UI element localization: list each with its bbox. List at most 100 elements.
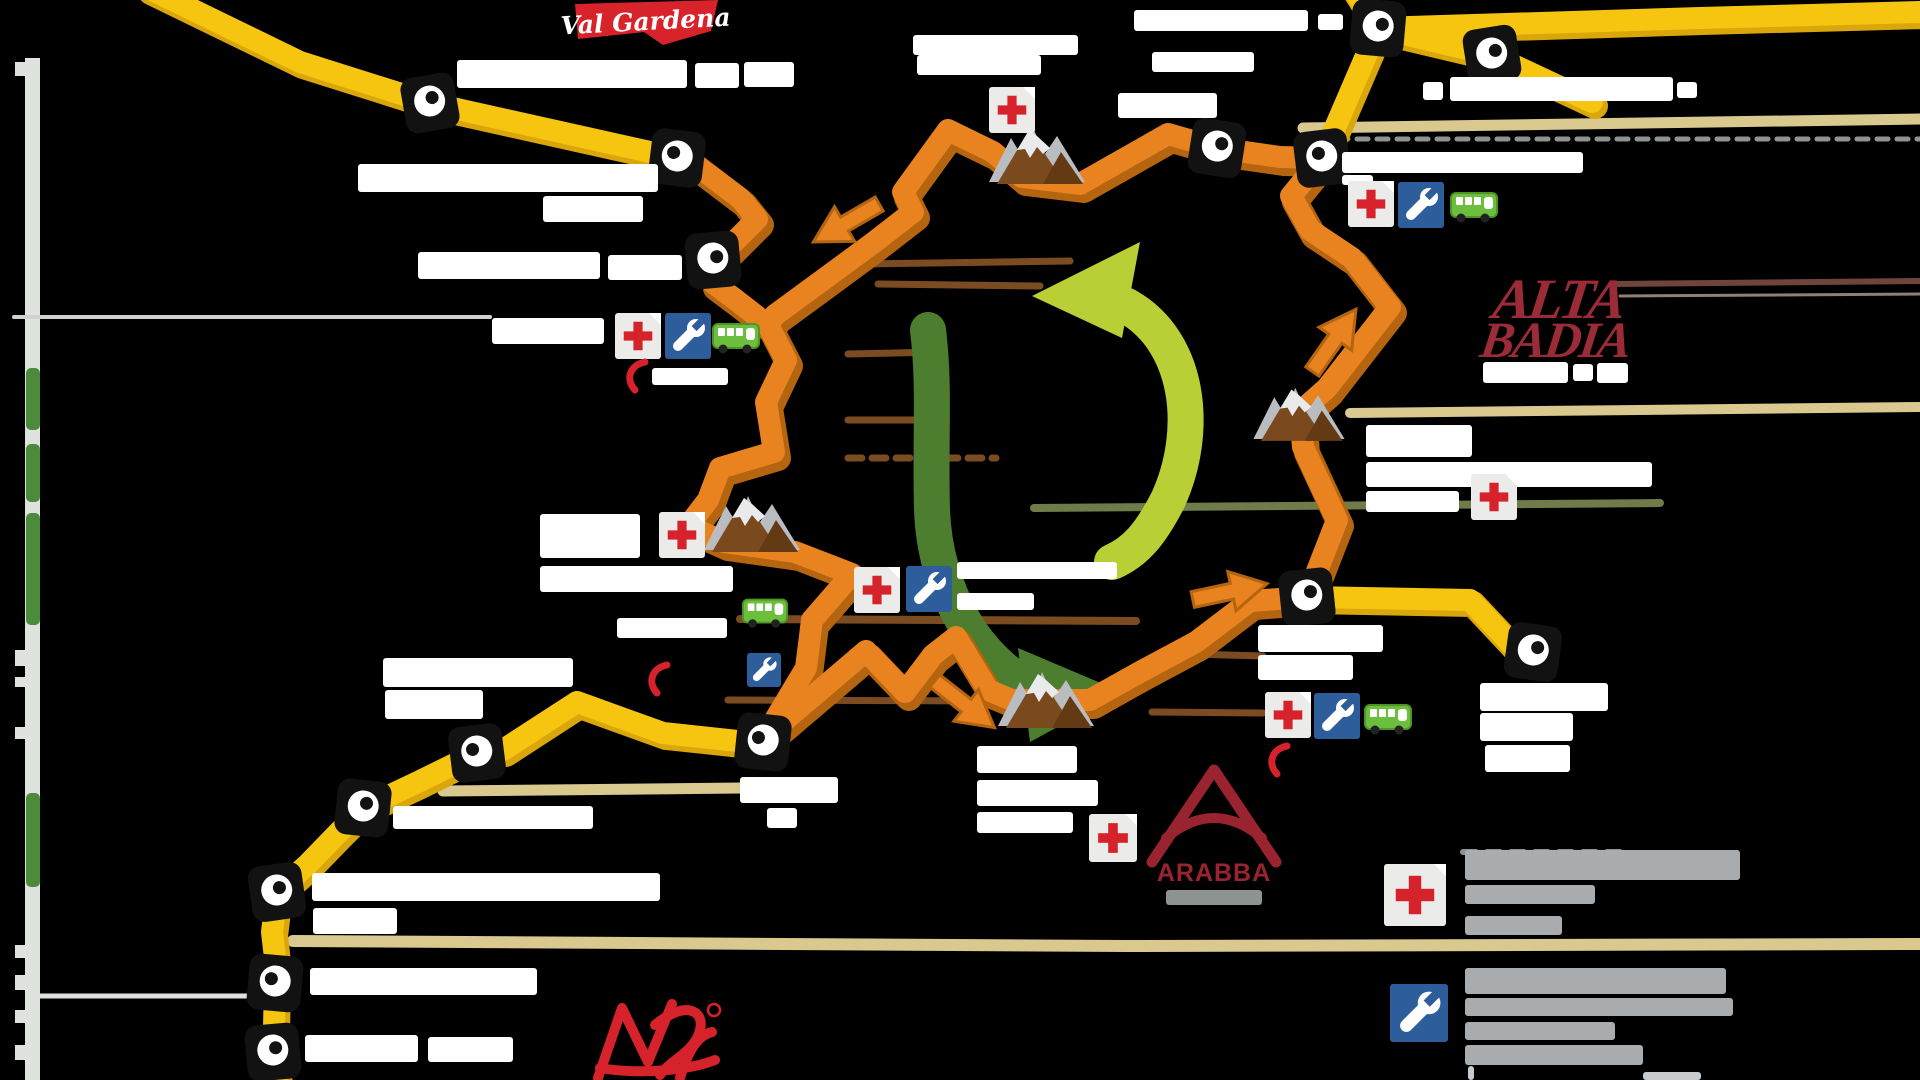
poi-marker-pupil xyxy=(272,881,286,895)
bike-service-icon xyxy=(1390,984,1448,1042)
poi-marker xyxy=(1278,567,1336,627)
first-aid-cross xyxy=(633,321,643,351)
poi-marker xyxy=(684,230,742,290)
mountain-peak xyxy=(712,498,780,552)
label-redacted-line xyxy=(977,780,1098,806)
arabba-logo-bar xyxy=(1161,813,1267,843)
mountain-snow-cap xyxy=(1026,674,1059,702)
road-tick xyxy=(15,945,27,958)
label-redacted-line xyxy=(1258,655,1353,680)
road-line xyxy=(1297,113,1920,134)
mountain-pass-icon xyxy=(989,128,1085,184)
first-aid-fold xyxy=(1299,692,1311,704)
legend-service-text-line xyxy=(1465,968,1726,994)
road-tick xyxy=(15,1045,27,1060)
label-redacted-line xyxy=(767,808,797,828)
label-redacted xyxy=(358,164,658,222)
label-redacted-line xyxy=(1318,14,1343,30)
label-redacted xyxy=(1134,10,1343,31)
label-redacted-line xyxy=(652,368,728,385)
label-redacted-line xyxy=(385,690,483,719)
label-redacted-line xyxy=(1118,93,1217,118)
bus-window xyxy=(727,328,734,336)
label-redacted xyxy=(617,618,727,638)
label-redacted-line xyxy=(1366,425,1472,457)
poi-marker-pupil xyxy=(264,972,278,986)
mountain-pass-icon xyxy=(998,672,1094,728)
trail-green-segment xyxy=(26,444,40,502)
road-tick xyxy=(15,727,27,739)
first-aid-icon xyxy=(989,87,1035,133)
label-redacted-line xyxy=(1677,82,1697,98)
bus-wheel xyxy=(771,619,780,628)
bus-windshield xyxy=(746,328,755,340)
road-line xyxy=(856,257,1074,268)
poi-marker xyxy=(1462,24,1522,86)
poi-marker-pupil xyxy=(466,743,480,757)
label-redacted xyxy=(652,368,728,385)
label-redacted-line xyxy=(1423,82,1443,100)
label-redacted-line xyxy=(358,164,658,192)
first-aid-fold xyxy=(649,313,661,325)
first-aid-icon xyxy=(615,313,661,359)
label-redacted-line xyxy=(305,1035,418,1062)
bus-window xyxy=(1388,709,1395,717)
label-redacted-line xyxy=(695,63,739,88)
val-di-fassa-scribble xyxy=(593,999,677,1080)
road-line xyxy=(874,280,1044,290)
poi-marker xyxy=(246,953,304,1013)
label-redacted xyxy=(1468,1066,1701,1080)
direction-arrow xyxy=(1189,569,1271,614)
label-redacted-line xyxy=(1258,625,1383,652)
trail-green-segment xyxy=(26,368,40,430)
label-redacted-line xyxy=(1643,1072,1701,1080)
first-aid-fold xyxy=(1434,864,1446,876)
label-redacted-line xyxy=(540,514,640,558)
bus-window xyxy=(1379,709,1386,717)
val-gardena-badge xyxy=(575,0,718,45)
mountain-foothill xyxy=(758,520,798,552)
label-redacted xyxy=(1483,362,1628,383)
first-aid-icon xyxy=(1265,692,1311,738)
label-redacted xyxy=(957,562,1117,610)
bus-window xyxy=(736,328,743,336)
label-redacted-line xyxy=(977,812,1073,833)
road-tick xyxy=(15,62,27,76)
bus-window xyxy=(1456,197,1463,205)
val-di-fassa-scribble xyxy=(675,1027,717,1080)
bus-window xyxy=(765,603,772,612)
direction-arrow xyxy=(810,195,886,244)
bus-window xyxy=(1370,709,1377,717)
first-aid-fold xyxy=(1505,474,1517,486)
bus-windshield xyxy=(1484,197,1493,209)
label-redacted xyxy=(740,777,838,828)
loop-direction-arrow-ccw-head xyxy=(1032,242,1140,338)
rescue-squiggle xyxy=(648,661,671,697)
poi-marker-pupil xyxy=(1311,146,1325,160)
first-aid-icon xyxy=(1471,474,1517,520)
bike-service-icon xyxy=(747,653,781,687)
poi-marker-pupil xyxy=(751,730,765,744)
label-redacted xyxy=(1118,52,1254,118)
map-logo-texts: Val Gardena ALTA BADIA ARABBA xyxy=(560,3,1635,887)
label-redacted-line xyxy=(543,196,643,222)
road-tick xyxy=(15,677,27,687)
poi-marker xyxy=(734,712,792,772)
poi-marker xyxy=(1503,622,1563,682)
label-redacted-line xyxy=(957,593,1034,610)
mountain-foothill xyxy=(1043,152,1083,184)
first-aid-fold xyxy=(1382,181,1394,193)
label-redacted-line xyxy=(540,566,733,592)
road-tick xyxy=(15,975,27,990)
label-redacted-line xyxy=(917,55,1041,75)
mountain-snow-cap xyxy=(732,498,765,526)
poi-marker-pupil xyxy=(667,146,681,160)
label-redacted xyxy=(1258,625,1383,680)
label-redacted-line xyxy=(1480,683,1608,711)
rescue-squiggle xyxy=(626,358,649,394)
label-redacted-line xyxy=(383,658,573,687)
bus-windshield xyxy=(774,603,784,615)
first-aid-fold xyxy=(1125,814,1137,826)
